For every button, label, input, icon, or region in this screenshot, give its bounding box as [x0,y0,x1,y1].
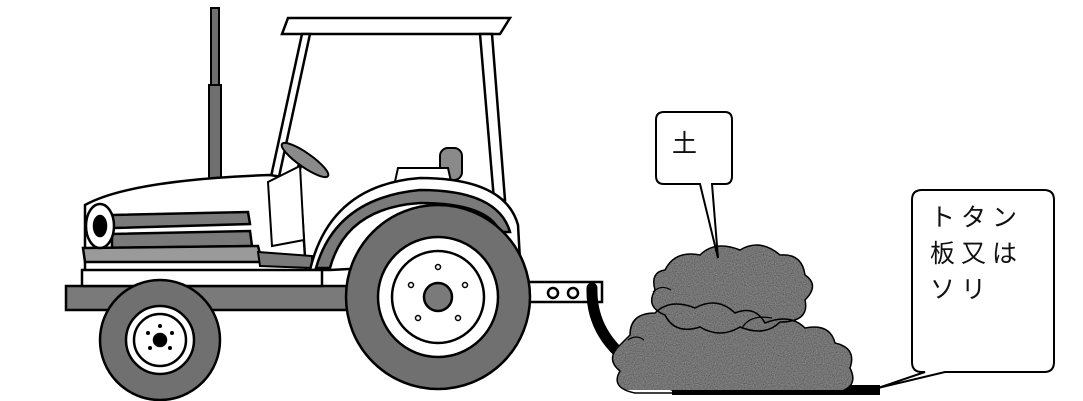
soil-callout [655,111,733,259]
soil-piles [611,244,854,394]
tin-sheet-label-line: トタン [930,203,1024,232]
soil-label: 土 [672,129,704,158]
dashboard [256,164,313,270]
exhaust-pipe [208,7,222,196]
sheet-callout [877,189,1055,389]
hitch-drawbar [508,280,604,304]
chassis [64,268,358,312]
rear-tire [344,203,532,391]
tin-sheet-label-line: ソリ [930,275,993,304]
tin-sheet-label-line: 板又は [930,239,1024,268]
front-tire [98,278,222,401]
tin-sheet-label: トタン 板又は ソリ [930,200,1040,308]
